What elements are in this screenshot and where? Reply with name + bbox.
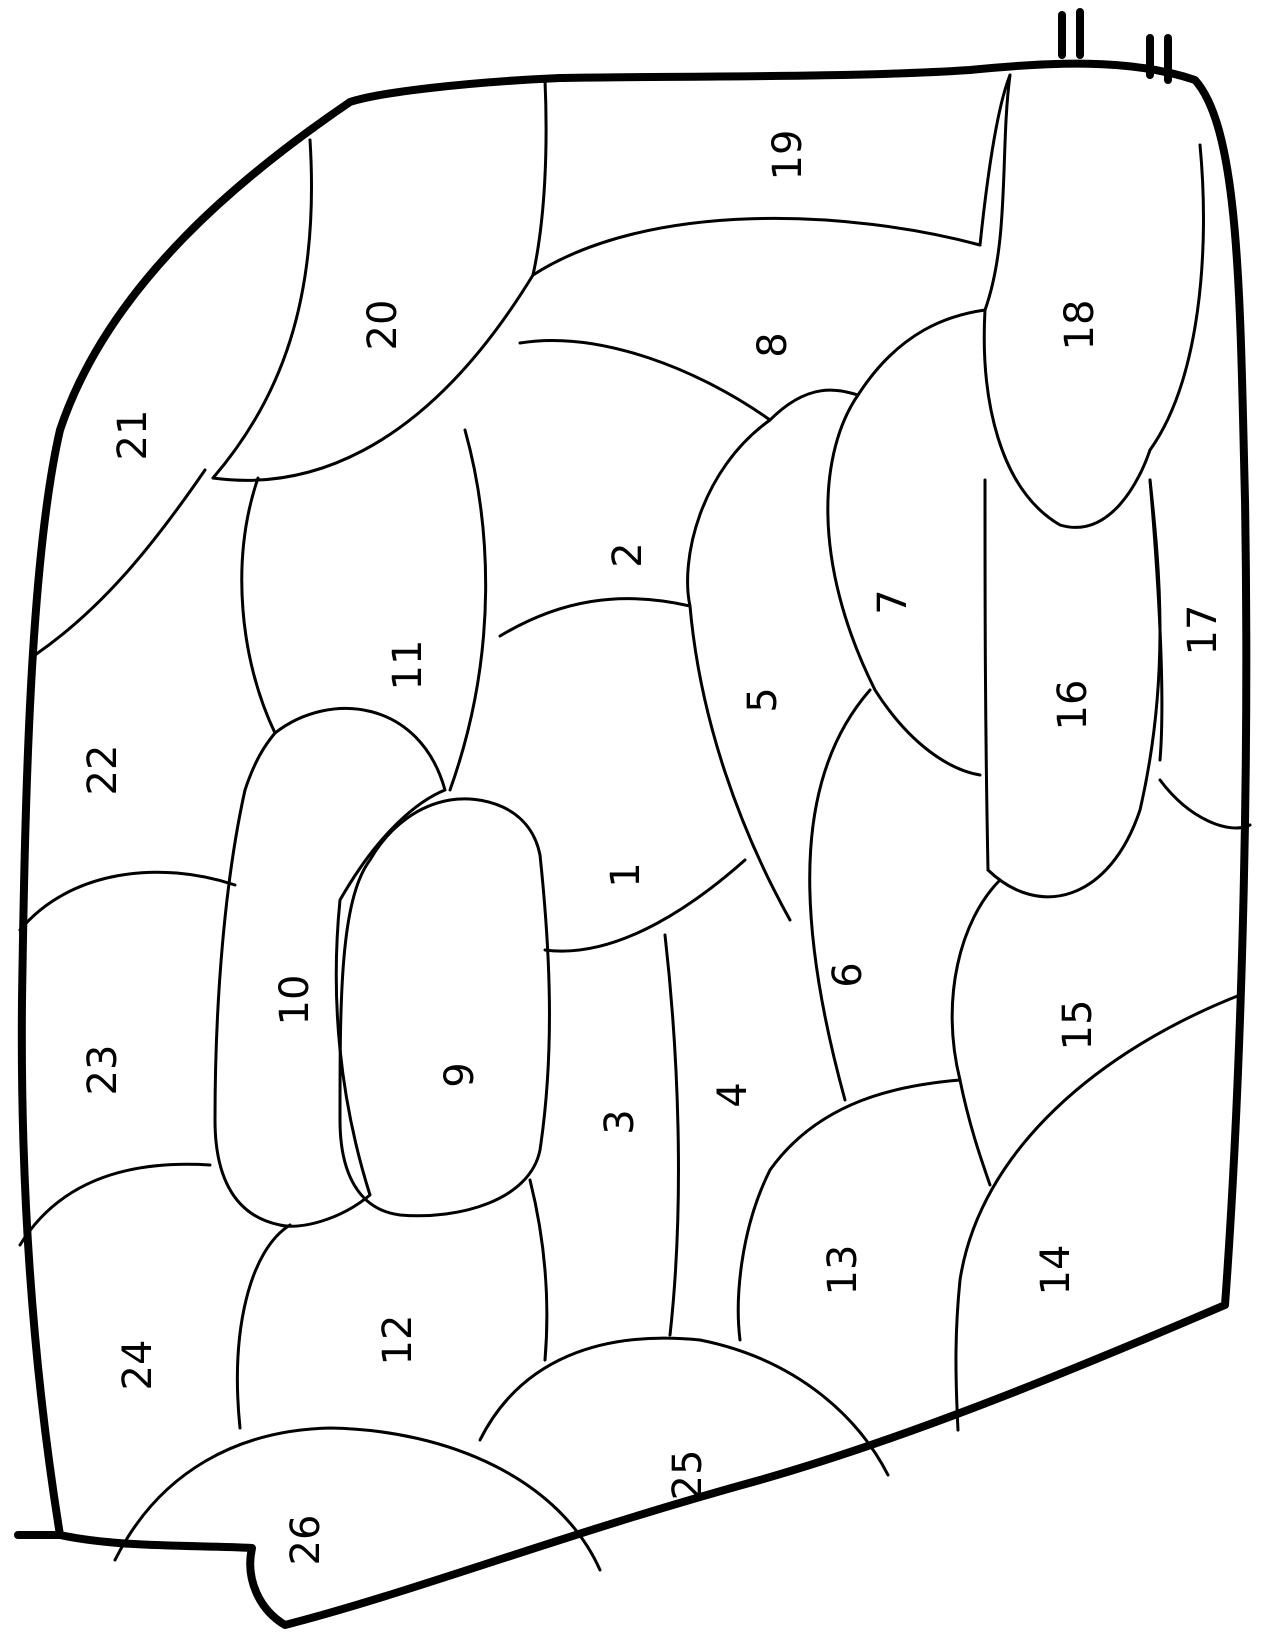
boundary-line <box>810 690 870 1100</box>
region-label-21: 21 <box>110 410 156 461</box>
boundary-line <box>690 606 790 920</box>
boundary-line <box>500 599 690 636</box>
region-label-17: 17 <box>1180 605 1226 656</box>
region-label-22: 22 <box>80 745 126 796</box>
boundary-line <box>20 872 235 930</box>
region-labels: 1 2 3 4 5 6 7 8 9 10 11 12 13 14 15 16 1… <box>80 130 1226 1566</box>
region-label-1: 1 <box>603 862 649 887</box>
boundary-line <box>520 341 770 420</box>
boundary-line <box>242 478 275 733</box>
outer-boundary <box>22 64 1246 1625</box>
corner-mark-left <box>1062 12 1080 55</box>
region-label-25: 25 <box>665 1450 711 1501</box>
boundary-line <box>533 218 980 275</box>
boundary-line <box>35 470 205 655</box>
boundary-line <box>985 75 1010 310</box>
boundary-line <box>215 708 445 1226</box>
region-label-12: 12 <box>375 1315 421 1366</box>
region-label-14: 14 <box>1033 1245 1079 1296</box>
boundary-line <box>530 1180 547 1360</box>
boundary-line <box>985 480 988 870</box>
boundary-line <box>858 310 985 395</box>
boundary-line <box>688 420 770 606</box>
boundary-line <box>20 1164 210 1245</box>
region-label-10: 10 <box>272 975 318 1026</box>
region-label-8: 8 <box>750 332 796 357</box>
boundary-line <box>450 430 486 790</box>
boundary-line <box>956 995 1240 1430</box>
boundary-line <box>340 799 549 1216</box>
boundary-line <box>533 80 546 275</box>
region-label-19: 19 <box>765 130 811 181</box>
boundary-line <box>237 1225 290 1428</box>
region-label-3: 3 <box>597 1109 643 1134</box>
region-boundaries <box>20 75 1250 1570</box>
region-label-2: 2 <box>605 542 651 567</box>
region-label-9: 9 <box>437 1062 483 1087</box>
region-label-26: 26 <box>283 1515 329 1566</box>
region-label-18: 18 <box>1057 300 1103 351</box>
boundary-line <box>1160 780 1250 828</box>
corner-marks <box>1062 12 1168 80</box>
boundary-line <box>665 935 678 1335</box>
region-label-23: 23 <box>80 1045 126 1096</box>
boundary-line <box>1150 145 1203 450</box>
region-label-11: 11 <box>385 640 431 691</box>
region-label-24: 24 <box>115 1340 161 1391</box>
region-label-13: 13 <box>820 1245 866 1296</box>
region-label-7: 7 <box>870 589 916 614</box>
region-label-15: 15 <box>1055 1000 1101 1051</box>
region-label-20: 20 <box>360 300 406 351</box>
region-label-5: 5 <box>740 687 786 712</box>
region-label-16: 16 <box>1050 680 1096 731</box>
region-label-6: 6 <box>825 962 871 987</box>
region-label-4: 4 <box>710 1082 756 1107</box>
boundary-line <box>738 1080 960 1340</box>
boundary-line <box>952 880 1000 1185</box>
